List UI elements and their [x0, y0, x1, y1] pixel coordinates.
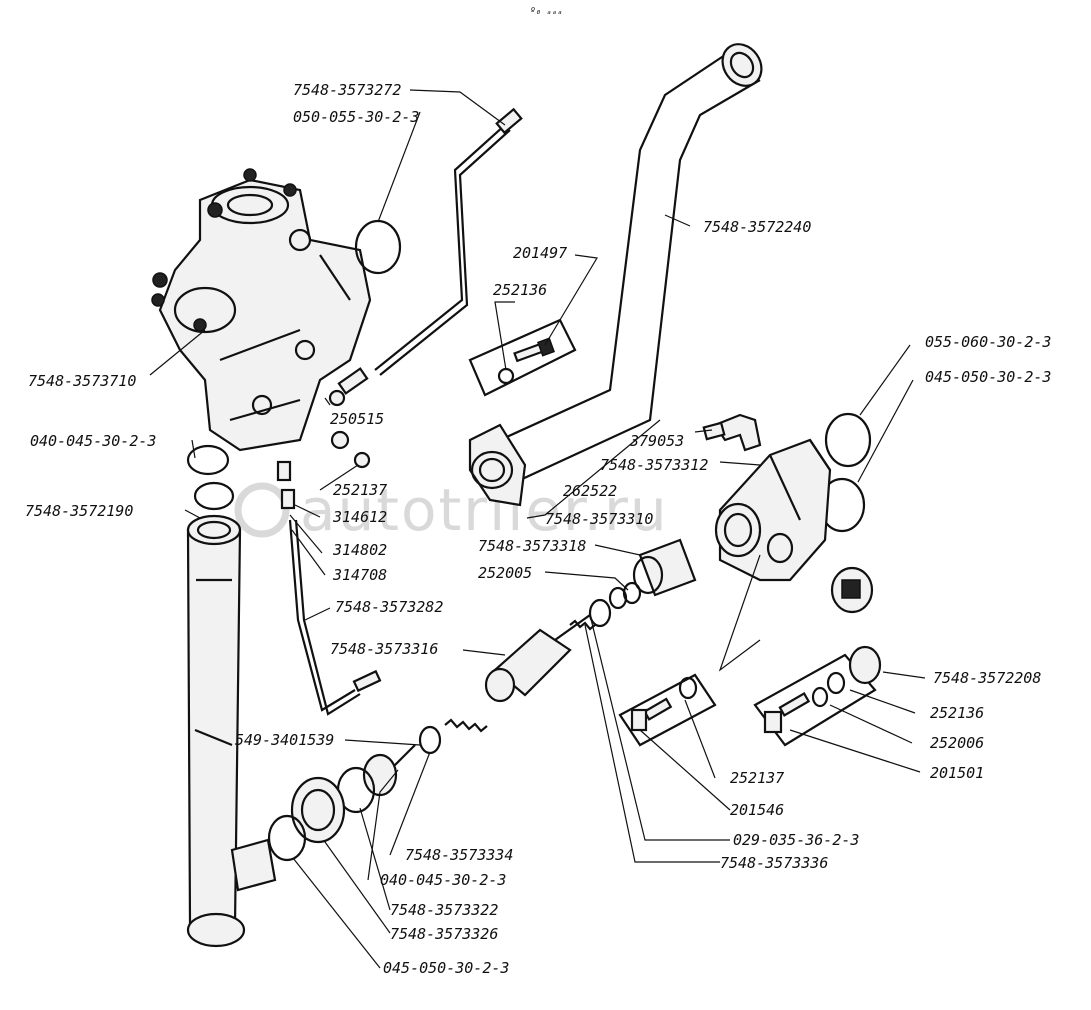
label-7548-3573334: 7548-3573334	[405, 846, 513, 864]
elbow-fitting-379053	[702, 413, 762, 452]
label-7548-3573316: 7548-3573316	[330, 640, 438, 658]
label-201497: 201497	[513, 244, 567, 262]
plug-7548-3573310	[830, 566, 874, 614]
label-7548-3573322: 7548-3573322	[390, 901, 498, 919]
label-549-3401539: 549-3401539	[235, 731, 334, 749]
label-7548-3573312: 7548-3573312	[600, 456, 708, 474]
label-201546: 201546	[730, 801, 784, 819]
label-050-055-30-2-3: 050-055-30-2-3	[293, 108, 419, 126]
label-314708: 314708	[332, 566, 387, 584]
label-045-050-30-2-3-a: 045-050-30-2-3	[925, 368, 1051, 386]
label-7548-3572240: 7548-3572240	[703, 218, 811, 236]
label-314612: 314612	[332, 508, 387, 526]
ring-055-060	[824, 412, 872, 468]
leader-lines	[149, 89, 926, 969]
label-045-050-30-2-3-b: 045-050-30-2-3	[383, 959, 509, 977]
label-029-035-36-2-3: 029-035-36-2-3	[733, 831, 859, 849]
label-252136-a: 252136	[493, 281, 547, 299]
label-252005: 252005	[478, 564, 532, 582]
nuts-250515	[328, 389, 371, 469]
header-mark: º₀ ₐₐₐ	[530, 7, 563, 17]
label-7548-3573272: 7548-3573272	[293, 81, 401, 99]
label-7548-3573318: 7548-3573318	[478, 537, 586, 555]
ring-029-035	[588, 598, 612, 628]
label-262522: 262522	[563, 482, 617, 500]
label-250515: 250515	[330, 410, 384, 428]
pressure-pipe-7548-3573272	[337, 107, 523, 395]
label-7548-3573710: 7548-3573710	[28, 372, 136, 390]
label-7548-3572208: 7548-3572208	[933, 669, 1041, 687]
bolt-group-201546	[618, 673, 717, 747]
label-040-045-30-2-3-a: 040-045-30-2-3	[30, 432, 156, 450]
label-7548-3573310: 7548-3573310	[545, 510, 653, 528]
label-252006: 252006	[930, 734, 984, 752]
valve-housing-7548-3573710	[151, 168, 372, 452]
label-055-060-30-2-3: 055-060-30-2-3	[925, 333, 1051, 351]
ring-252005-b	[622, 581, 642, 605]
label-7548-3573336: 7548-3573336	[720, 854, 828, 872]
spool-7548-3573316	[484, 614, 596, 703]
label-314802: 314802	[332, 541, 387, 559]
label-379053: 379053	[629, 432, 684, 450]
label-7548-3573326: 7548-3573326	[390, 925, 498, 943]
pipe-7548-3573282	[276, 460, 382, 716]
label-201501: 201501	[930, 764, 984, 782]
label-7548-3572190: 7548-3572190	[25, 502, 133, 520]
bolt-group-201497	[468, 318, 577, 397]
label-252137-a: 252137	[333, 481, 387, 499]
ring-050-055	[354, 219, 402, 275]
bolt-group-201501	[753, 645, 882, 747]
tube-7548-3572190	[186, 444, 277, 948]
valve-body-7548-3573312	[714, 438, 832, 582]
pipe-7548-3572240	[468, 43, 763, 507]
label-7548-3573282: 7548-3573282	[335, 598, 443, 616]
label-252137-b: 252137	[730, 769, 784, 787]
label-252136-b: 252136	[930, 704, 984, 722]
sleeve-7548-3573318	[632, 538, 697, 597]
label-040-045-30-2-3-b: 040-045-30-2-3	[380, 871, 506, 889]
